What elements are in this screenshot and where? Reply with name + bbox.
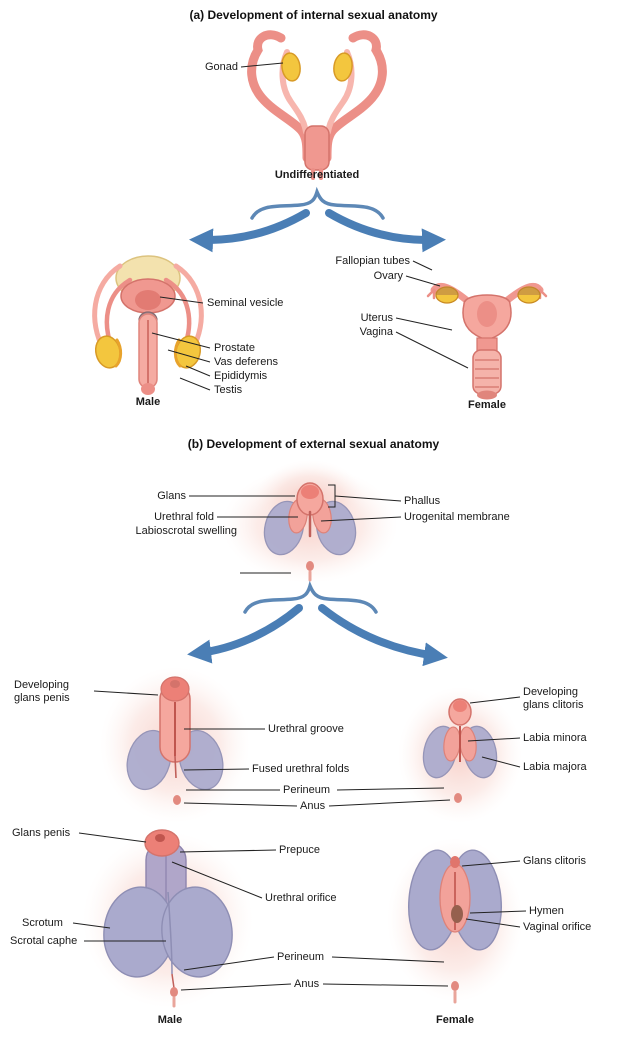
label-ovary: Ovary	[373, 270, 403, 282]
arrow-a-right-icon	[325, 209, 446, 253]
scrotal-raphe-line	[167, 891, 173, 975]
arrow-b-left-icon	[187, 604, 303, 664]
label-labia-majora: Labia majora	[523, 761, 587, 773]
arrow-a-left-icon	[189, 209, 310, 253]
brace-a	[250, 186, 385, 220]
leader-lines	[72, 62, 527, 991]
label-scrotum: Scrotum	[22, 917, 63, 929]
figure-male-internal	[92, 255, 204, 395]
gonad-right	[333, 52, 353, 82]
label-urethral-orifice: Urethral orifice	[265, 892, 337, 904]
section-b-title: (b) Development of external sexual anato…	[187, 437, 440, 451]
scrotum-right	[161, 886, 233, 978]
label-fallopian-tubes: Fallopian tubes	[335, 255, 410, 267]
label-glans-clitoris: Glans clitoris	[523, 855, 586, 867]
label-female-external: Female	[436, 1014, 474, 1026]
label-vaginal-orifice: Vaginal orifice	[523, 921, 592, 933]
label-prostate: Prostate	[214, 342, 255, 354]
label-urethral-fold: Urethral fold	[154, 511, 214, 523]
label-glans-penis: Glans penis	[12, 827, 71, 839]
figure-developing-female	[398, 687, 522, 823]
arrow-b-right-icon	[318, 604, 448, 667]
branch-arrows-a	[189, 186, 446, 253]
label-fused-urethral-folds: Fused urethral folds	[252, 763, 350, 775]
label-vagina: Vagina	[359, 326, 393, 338]
label-perineum-final: Perineum	[277, 951, 325, 963]
label-epididymis: Epididymis	[214, 370, 268, 382]
label-urethral-groove: Urethral groove	[268, 723, 344, 735]
label-male-internal: Male	[135, 396, 161, 408]
label-male-external: Male	[157, 1014, 183, 1026]
label-gonad: Gonad	[204, 61, 238, 73]
label-anus-developing: Anus	[300, 800, 326, 812]
brace-b	[243, 580, 378, 614]
label-labia-minora: Labia minora	[523, 732, 587, 744]
gonad-left	[281, 52, 301, 82]
label-seminal-vesicle: Seminal vesicle	[207, 297, 284, 309]
figure-undifferentiated-external	[222, 460, 398, 583]
label-prepuce: Prepuce	[279, 844, 320, 856]
label-perineum-developing: Perineum	[283, 784, 331, 796]
label-urogenital-membrane: Urogenital membrane	[404, 511, 510, 523]
label-testis: Testis	[214, 384, 243, 396]
label-labioscrotal-swelling: Labioscrotal swelling	[135, 525, 238, 537]
figure-developing-male	[100, 667, 250, 823]
glans-clitoris-shape	[450, 856, 460, 868]
label-undifferentiated: Undifferentiated	[274, 169, 360, 181]
vaginal-orifice-shape	[451, 905, 463, 923]
figure-female-internal	[426, 283, 548, 400]
label-uterus: Uterus	[360, 312, 393, 324]
figure-final-male	[83, 829, 253, 1008]
branch-arrows-b	[187, 580, 448, 667]
label-anus-final: Anus	[294, 978, 320, 990]
label-developing-glans-clitoris: Developing glans clitoris	[523, 686, 584, 712]
label-vas-deferens: Vas deferens	[214, 356, 279, 368]
label-scrotal-caphe: Scrotal caphe	[10, 935, 78, 947]
label-glans: Glans	[157, 490, 186, 502]
label-female-internal: Female	[468, 399, 506, 411]
label-hymen: Hymen	[529, 905, 564, 917]
figure-undifferentiated-internal	[247, 30, 387, 180]
label-developing-glans-penis: Developing glans penis	[14, 679, 70, 705]
glans-penis-shape	[144, 829, 180, 857]
label-phallus: Phallus	[404, 495, 441, 507]
section-a-title: (a) Development of internal sexual anato…	[189, 8, 438, 22]
